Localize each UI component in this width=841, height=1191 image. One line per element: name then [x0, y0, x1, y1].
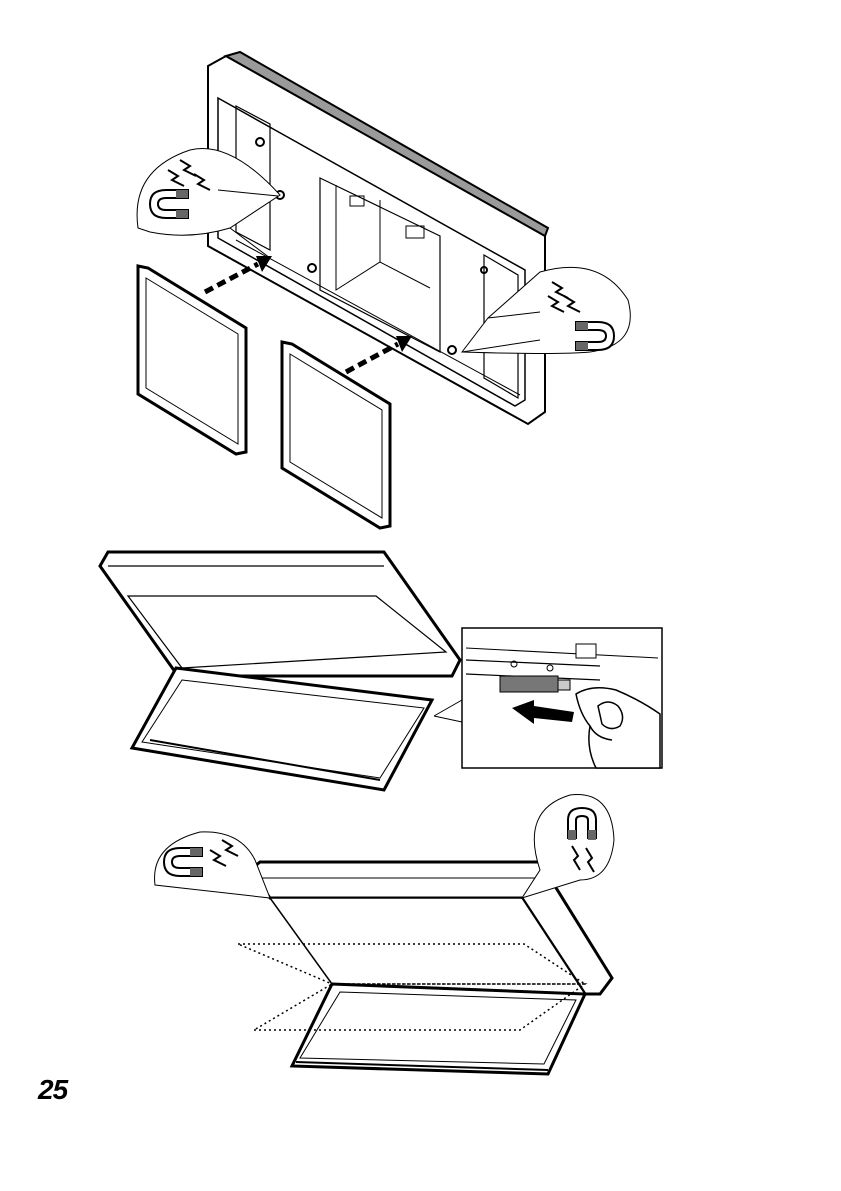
page-number: 25 — [38, 1074, 67, 1106]
callout-bubble-right-3 — [522, 795, 614, 898]
lowered-panel — [292, 984, 585, 1074]
